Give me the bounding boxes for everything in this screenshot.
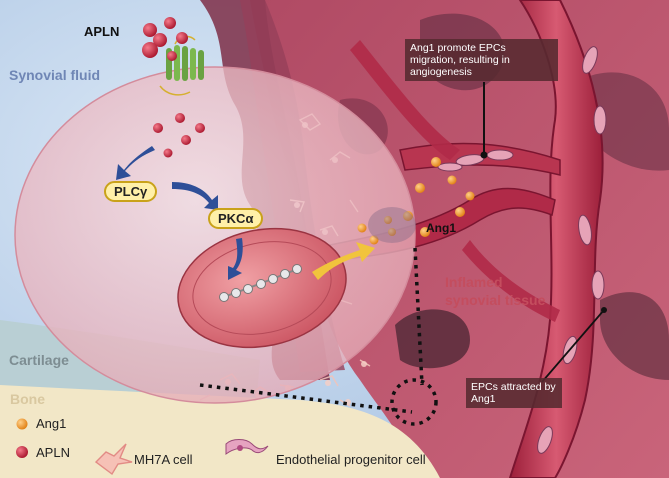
endothelial-progenitor-cells <box>437 46 607 454</box>
inflamed-label-line1: Inflamed <box>445 274 503 290</box>
migration-callout: Ang1 promote EPCs migration, resulting i… <box>405 39 558 81</box>
legend-epc-label: Endothelial progenitor cell <box>276 452 426 467</box>
apln-receptor <box>159 35 204 96</box>
secretory-vesicle <box>368 207 416 243</box>
cartilage-label: Cartilage <box>9 352 69 368</box>
legend-ang1-symbol <box>16 418 28 430</box>
dark-patch <box>395 309 470 369</box>
legend-mh7a-label: MH7A cell <box>134 452 193 467</box>
zoom-indicator <box>199 247 438 426</box>
pkc-alpha-badge: PKCα <box>208 208 264 229</box>
plc-gamma-badge: PLCγ <box>104 181 158 202</box>
ang1-molecules <box>357 157 475 245</box>
dna-strand <box>219 264 302 302</box>
signal-arrows <box>116 146 243 280</box>
legend-epc-symbol <box>225 439 269 455</box>
secretion-arrow <box>312 242 375 280</box>
mh7a-cell <box>14 66 416 404</box>
ang1-label: Ang1 <box>426 221 456 235</box>
inflamed-label-line2: synovial tissue <box>445 292 546 308</box>
legend-apln-label: APLN <box>36 445 70 460</box>
attracted-callout: EPCs attracted by Ang1 <box>466 378 562 408</box>
legend-apln-symbol <box>16 446 28 458</box>
legend-mh7a-symbol <box>94 443 133 476</box>
apln-molecules <box>142 17 205 158</box>
synovial-fluid-label: Synovial fluid <box>9 67 101 83</box>
callout-connector <box>541 309 605 383</box>
bone-label: Bone <box>10 391 45 407</box>
apln-label: APLN <box>84 24 120 39</box>
legend-ang1-label: Ang1 <box>36 416 67 431</box>
